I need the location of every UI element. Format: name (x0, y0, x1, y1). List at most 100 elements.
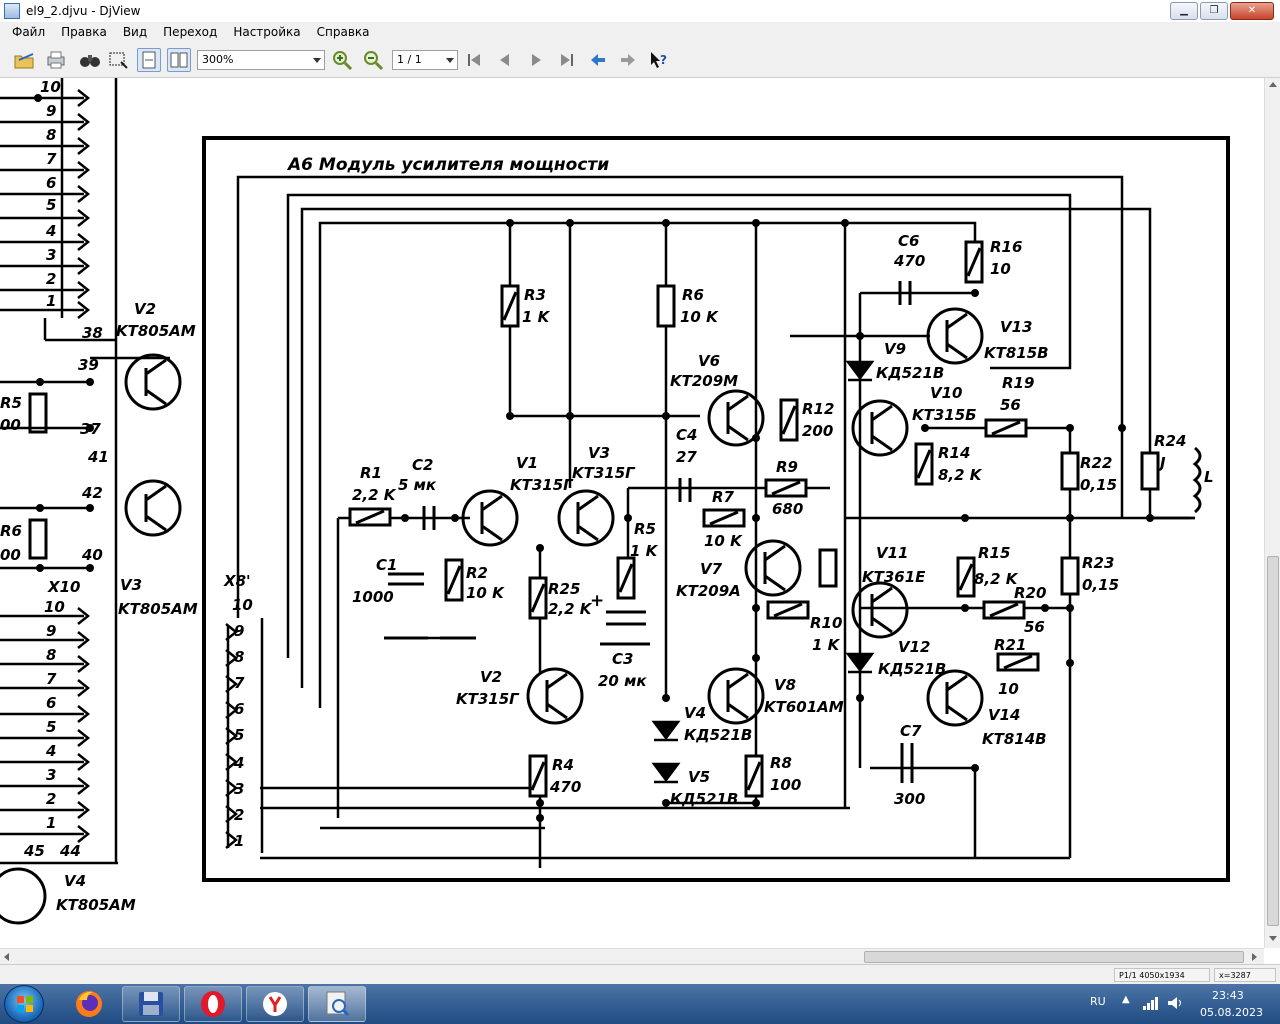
left-r6-value: 00 (0, 546, 21, 564)
menu-file[interactable]: Файл (12, 25, 46, 39)
opera-icon (201, 991, 225, 1017)
language-indicator[interactable]: RU (1090, 995, 1106, 1008)
vertical-scroll-thumb[interactable] (1267, 556, 1279, 926)
taskbar-opera[interactable] (184, 986, 242, 1022)
component-ref: R15 (978, 544, 1010, 562)
left-num: 2 (46, 790, 56, 808)
component-ref: V14 (988, 706, 1020, 724)
left-num: 7 (46, 670, 57, 688)
document-viewport[interactable]: A6 Модуль усилителя мощности 10 9 8 7 6 … (0, 78, 1264, 948)
find-icon[interactable] (78, 48, 102, 72)
component-value: KT315Б (912, 406, 977, 424)
coords-status: x=3287 y=677 (1214, 968, 1276, 994)
back-icon[interactable] (586, 48, 610, 72)
select-icon[interactable] (106, 48, 130, 72)
left-num: 1 (46, 292, 56, 310)
taskbar-djview[interactable] (308, 986, 366, 1022)
scroll-up-icon[interactable] (1269, 82, 1277, 87)
zoom-out-icon[interactable] (361, 48, 385, 72)
continuous-icon[interactable] (137, 48, 161, 72)
horizontal-scrollbar[interactable] (0, 948, 1264, 964)
component-value: 100 (770, 776, 801, 794)
left-v2-label: V2 (134, 300, 156, 318)
left-num: 8 (46, 646, 56, 664)
taskbar-firefox[interactable] (60, 986, 118, 1022)
component-value: 300 (894, 790, 925, 808)
scroll-right-icon[interactable] (1252, 953, 1257, 961)
left-num: 10 (40, 78, 61, 96)
component-ref: R16 (990, 238, 1022, 256)
scroll-down-icon[interactable] (1269, 936, 1277, 941)
zoom-combo[interactable]: 300% (197, 50, 325, 70)
horizontal-scroll-thumb[interactable] (864, 951, 1244, 963)
clock-date[interactable]: 05.08.2023 (1200, 1006, 1263, 1019)
first-page-icon[interactable] (462, 48, 486, 72)
save-icon (139, 992, 163, 1016)
page-combo[interactable]: 1 / 1 (392, 50, 458, 70)
print-icon[interactable] (44, 48, 68, 72)
start-button[interactable] (4, 985, 44, 1023)
prev-page-icon[interactable] (493, 48, 517, 72)
component-value: 10 (998, 680, 1019, 698)
connector-pin: 1 (234, 832, 244, 850)
toolbar: 300% 1 / 1 ? (0, 42, 1280, 78)
open-icon[interactable] (12, 48, 36, 72)
component-value: KT315Г (510, 476, 574, 494)
maximize-button[interactable]: ❐ (1200, 2, 1228, 20)
menu-go[interactable]: Переход (163, 25, 218, 39)
menu-view[interactable]: Вид (122, 25, 148, 39)
whats-this-icon[interactable]: ? (647, 48, 671, 72)
left-num: 6 (46, 174, 56, 192)
left-num: 10 (44, 598, 65, 616)
left-num: 3 (46, 246, 56, 264)
component-ref: R4 (552, 756, 574, 774)
component-value: КД521В (670, 790, 738, 808)
menu-edit[interactable]: Правка (61, 25, 107, 39)
menu-help[interactable]: Справка (316, 25, 370, 39)
left-num: 4 (45, 742, 56, 760)
left-num: 4 (45, 222, 56, 240)
taskbar-yandex[interactable] (246, 986, 304, 1022)
menu-settings[interactable]: Настройка (233, 25, 301, 39)
left-num: 1 (46, 814, 56, 832)
scroll-left-icon[interactable] (4, 953, 9, 961)
component-value: 470 (549, 778, 581, 796)
zoom-value: 300% (202, 53, 234, 66)
forward-icon[interactable] (616, 48, 640, 72)
signal-icon[interactable] (1142, 996, 1158, 1010)
left-num: 3 (46, 766, 56, 784)
connector-pin: 8 (234, 648, 244, 666)
zoom-in-icon[interactable] (330, 48, 354, 72)
component-ref: V1 (516, 454, 538, 472)
component-value: KT209A (676, 582, 741, 600)
component-value: 8,2 K (974, 570, 1019, 588)
component-ref: R24 (1154, 432, 1186, 450)
connector-pin: 5 (234, 726, 244, 744)
next-page-icon[interactable] (524, 48, 548, 72)
side-by-side-icon[interactable] (167, 48, 191, 72)
component-ref: V12 (898, 638, 930, 656)
left-v3-label: V3 (120, 576, 142, 594)
volume-icon[interactable] (1166, 995, 1182, 1011)
taskbar-save[interactable] (122, 986, 180, 1022)
connector-pin: 4 (233, 754, 244, 772)
close-button[interactable]: ✕ (1230, 2, 1274, 20)
component-value: 680 (772, 500, 803, 518)
tray-expand-icon[interactable]: ▲ (1122, 994, 1130, 1005)
component-value: 1000 (352, 588, 394, 606)
left-num: 7 (46, 150, 57, 168)
left-r5-value: 00 (0, 416, 21, 434)
clock-time[interactable]: 23:43 (1212, 989, 1244, 1002)
left-r6-label: R6 (0, 522, 22, 540)
yandex-icon (263, 992, 287, 1016)
last-page-icon[interactable] (555, 48, 579, 72)
component-value: 1 K (630, 542, 659, 560)
vertical-scrollbar[interactable] (1264, 78, 1280, 948)
schematic-page: A6 Модуль усилителя мощности 10 9 8 7 6 … (0, 78, 1230, 925)
minimize-button[interactable]: ▁ (1170, 2, 1198, 20)
component-value: КД521В (876, 364, 944, 382)
chevron-down-icon[interactable] (313, 58, 321, 63)
component-ref: L (1204, 468, 1214, 486)
component-ref: R6 (682, 286, 704, 304)
chevron-down-icon[interactable] (446, 58, 454, 63)
